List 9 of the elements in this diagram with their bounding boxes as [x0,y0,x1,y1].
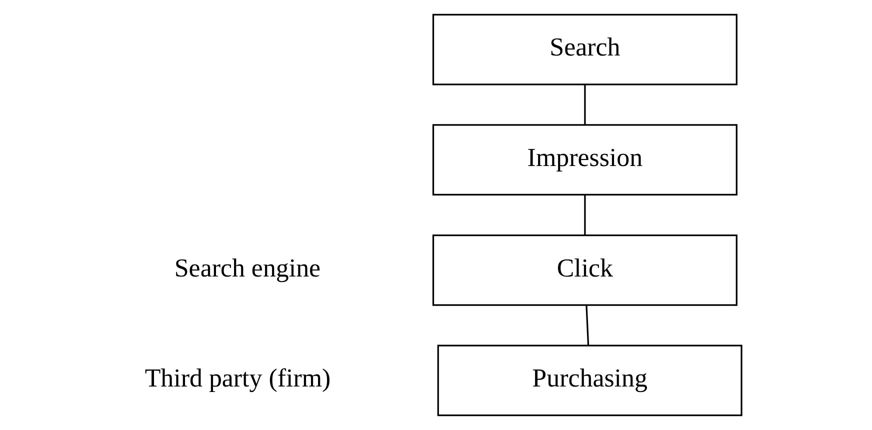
node-box: Purchasing [436,344,742,416]
node-box: Click [432,234,737,306]
node-box: Search [432,14,737,86]
label: Search engine [174,253,320,282]
connector [584,84,586,125]
connector [585,305,589,346]
connector [584,194,586,235]
label: Third party (firm) [144,364,330,393]
node-box: Impression [432,124,737,196]
